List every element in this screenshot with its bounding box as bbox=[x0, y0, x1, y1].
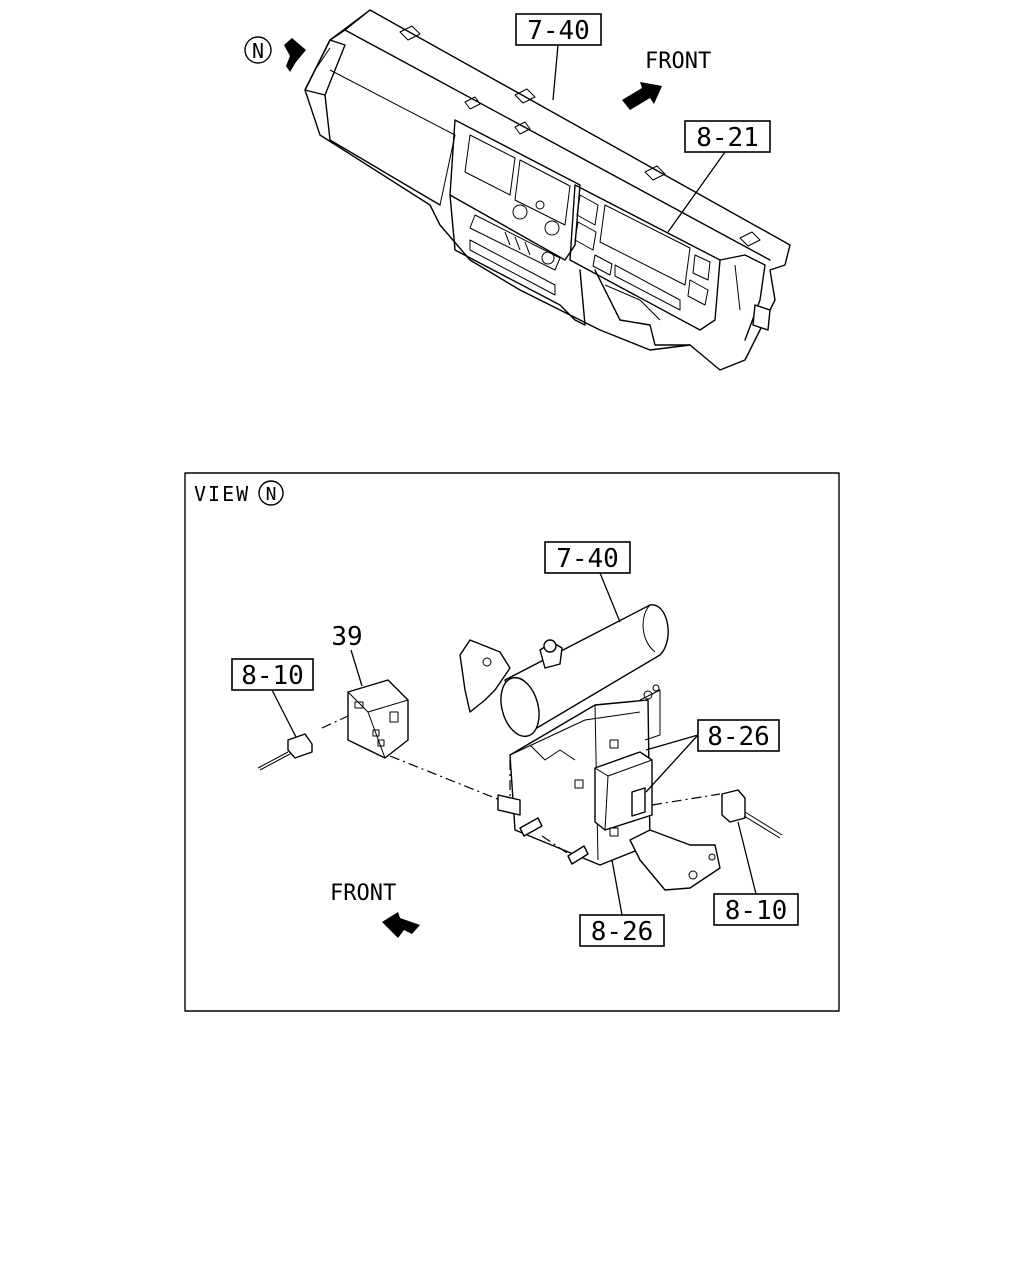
view-direction-arrow-icon bbox=[284, 38, 306, 72]
callout-8-10-right-label: 8-10 bbox=[725, 896, 788, 926]
bolt-upper bbox=[519, 817, 543, 837]
bracket-assembly bbox=[459, 604, 721, 891]
view-n-letter: N bbox=[252, 39, 264, 63]
callout-8-26-lower: 8-26 bbox=[579, 859, 665, 947]
callout-8-21-top: 8-21 bbox=[667, 120, 771, 233]
detail-front-arrow-icon bbox=[382, 912, 420, 938]
detail-front-indicator: FRONT bbox=[330, 881, 420, 938]
callout-7-40-top-label: 7-40 bbox=[527, 16, 590, 46]
detail-view-title: VIEW N bbox=[194, 480, 284, 506]
callout-39-label: 39 bbox=[331, 622, 362, 652]
callout-7-40-top: 7-40 bbox=[515, 13, 602, 101]
front-arrow-icon bbox=[622, 82, 662, 110]
relay-39 bbox=[347, 679, 409, 759]
detail-front-label: FRONT bbox=[330, 881, 396, 906]
callout-8-26-upper-label: 8-26 bbox=[707, 722, 770, 752]
callout-8-10-right: 8-10 bbox=[713, 821, 799, 926]
detail-view-frame bbox=[184, 472, 840, 1012]
top-front-label: FRONT bbox=[645, 49, 711, 74]
harness-connector-left bbox=[257, 733, 313, 771]
view-n-marker: N bbox=[244, 36, 306, 72]
dashboard-illustration bbox=[304, 9, 791, 371]
detail-view-title-prefix: VIEW bbox=[194, 482, 250, 506]
callout-8-26-lower-label: 8-26 bbox=[591, 917, 654, 947]
callout-8-10-left: 8-10 bbox=[231, 658, 314, 738]
callout-7-40-detail-label: 7-40 bbox=[556, 544, 619, 574]
assembly-lines bbox=[321, 715, 721, 856]
bolt-lower bbox=[567, 845, 589, 865]
callout-8-21-top-label: 8-21 bbox=[696, 123, 759, 153]
detail-view-title-marker: N bbox=[266, 484, 277, 505]
callout-39: 39 bbox=[331, 622, 363, 687]
top-front-indicator: FRONT bbox=[622, 49, 711, 110]
callout-7-40-detail: 7-40 bbox=[544, 541, 631, 623]
harness-connector-right bbox=[721, 789, 783, 839]
callout-8-26-upper: 8-26 bbox=[645, 719, 780, 793]
callout-8-10-left-label: 8-10 bbox=[241, 661, 304, 691]
